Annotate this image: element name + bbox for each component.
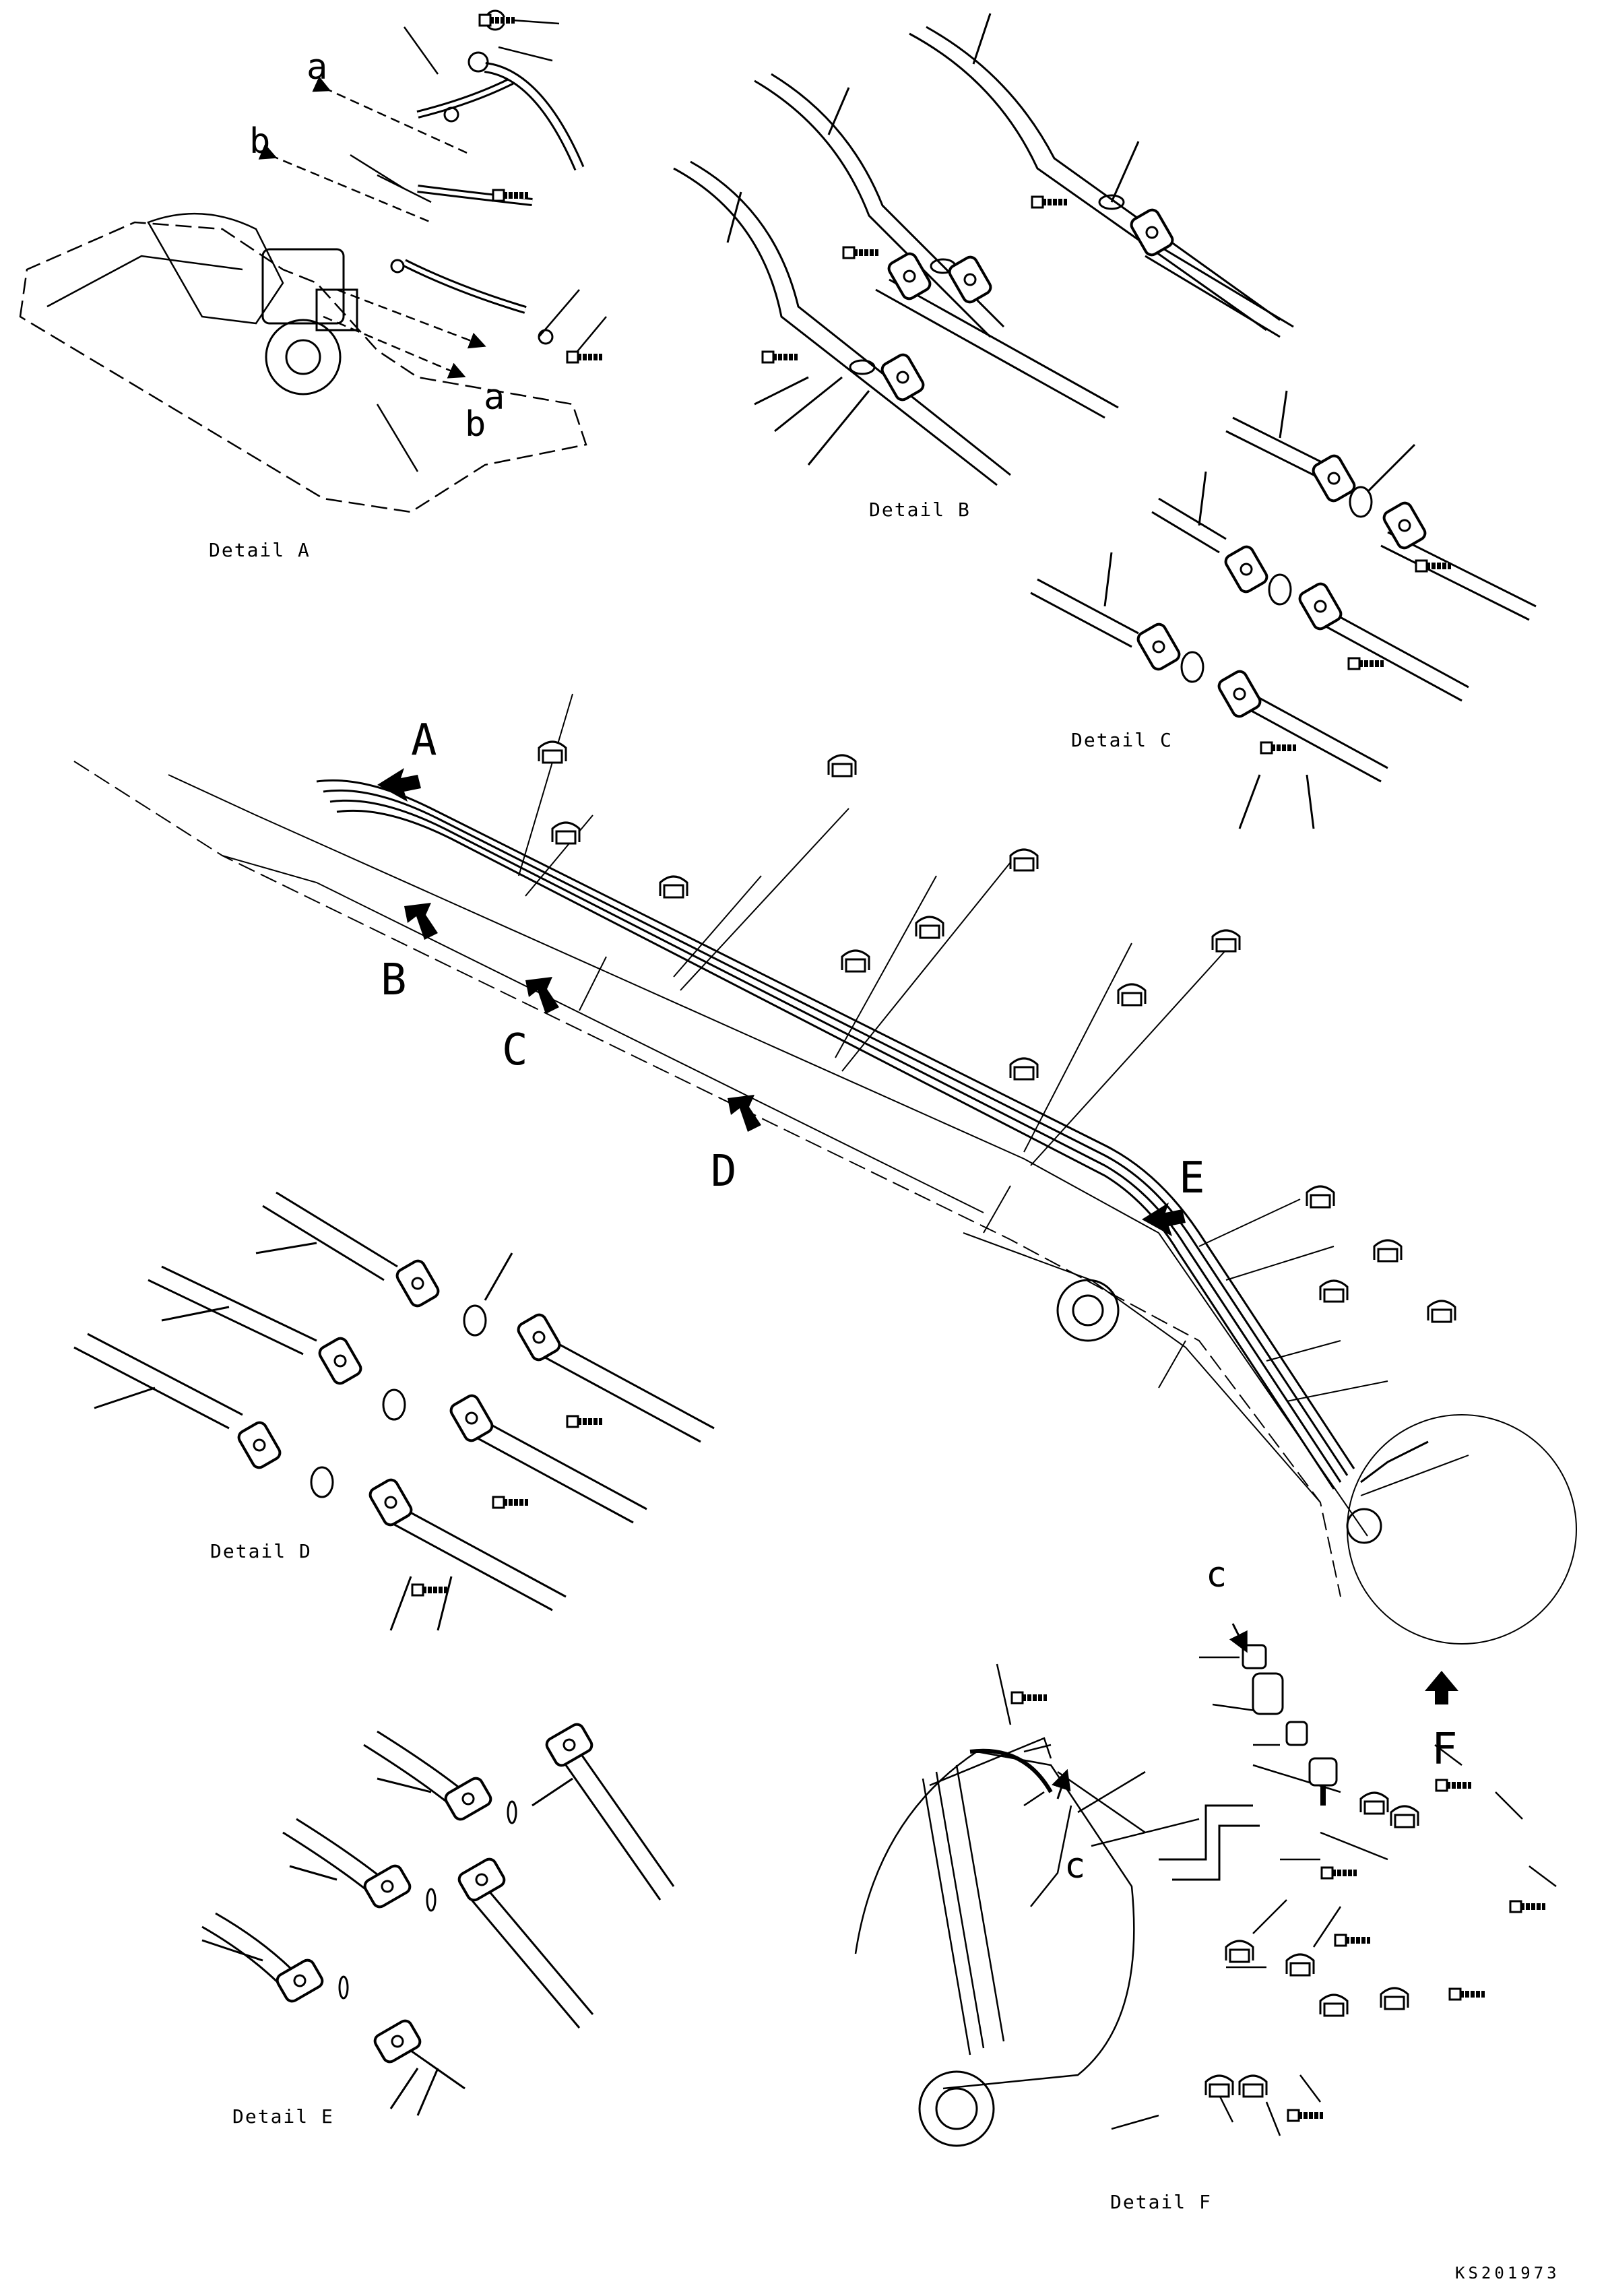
mark-a-bottom: a bbox=[484, 377, 505, 418]
mark-c-top: c bbox=[1206, 1555, 1227, 1595]
view-label-e: E bbox=[1179, 1153, 1205, 1203]
view-arrow-f bbox=[1425, 1671, 1458, 1704]
view-label-a: A bbox=[411, 715, 437, 765]
detail-c-drawing bbox=[1030, 390, 1537, 829]
view-arrow-d bbox=[728, 1095, 761, 1132]
view-label-d: D bbox=[711, 1147, 737, 1197]
mark-b-bottom: b bbox=[465, 404, 486, 445]
detail-a-drawing bbox=[19, 9, 607, 513]
detail-d-drawing bbox=[73, 1191, 715, 1631]
detail-b-caption: Detail B bbox=[869, 499, 971, 521]
mark-b-top: b bbox=[249, 121, 271, 162]
view-arrow-b bbox=[404, 903, 438, 940]
drawing-code: KS201973 bbox=[1455, 2264, 1560, 2283]
detail-c-caption: Detail C bbox=[1071, 729, 1173, 751]
detail-e-drawing bbox=[201, 1730, 675, 2116]
view-label-f: F bbox=[1432, 1725, 1458, 1775]
mark-a-top: a bbox=[307, 47, 328, 88]
view-arrow-a bbox=[377, 768, 421, 802]
view-label-c: C bbox=[502, 1025, 528, 1075]
detail-b-drawing bbox=[673, 13, 1294, 486]
view-label-b: B bbox=[381, 955, 407, 1005]
view-arrow-e bbox=[1142, 1203, 1186, 1236]
detail-f-drawing bbox=[854, 1656, 1557, 2147]
main-boom-drawing bbox=[73, 693, 1577, 1645]
detail-d-caption: Detail D bbox=[210, 1540, 312, 1562]
detail-e-caption: Detail E bbox=[232, 2105, 334, 2128]
mark-c-bottom: c bbox=[1064, 1846, 1086, 1886]
view-arrow-c bbox=[525, 977, 559, 1014]
detail-f-connector bbox=[1242, 1644, 1338, 1806]
detail-f-caption: Detail F bbox=[1110, 2191, 1212, 2213]
detail-a-caption: Detail A bbox=[209, 539, 311, 561]
